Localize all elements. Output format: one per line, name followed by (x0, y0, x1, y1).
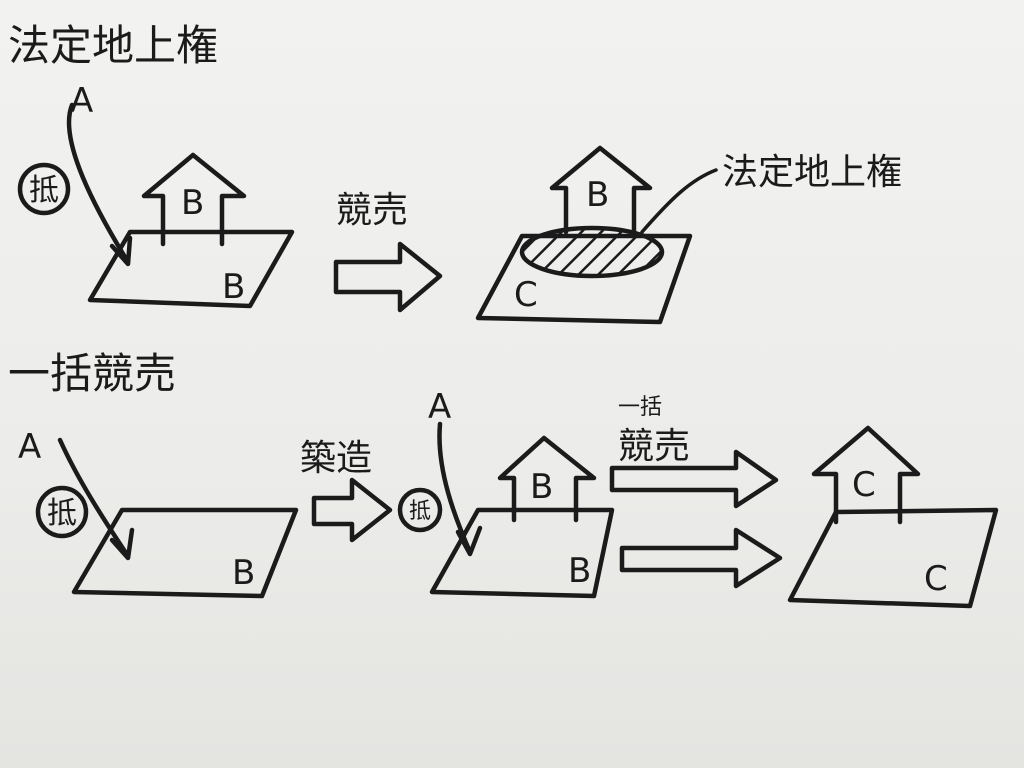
owner-a-label-2: A (18, 427, 41, 467)
owner-a-label: A (70, 81, 93, 121)
mortgage-mark: 抵 (29, 173, 59, 208)
mortgage-arrowhead-2 (109, 527, 135, 561)
lump-arrow-bottom (619, 527, 783, 589)
lump-label-line1: 一括 (618, 395, 662, 420)
land-label: B (222, 267, 245, 307)
surface-right-area (519, 225, 665, 279)
result-house (549, 145, 653, 235)
house (141, 152, 247, 247)
lump-arrow-top (609, 449, 779, 509)
build-label: 築造 (300, 438, 372, 479)
built-house (497, 435, 597, 523)
owner-a-label-3: A (428, 387, 451, 427)
land-parcel (87, 229, 295, 309)
mortgage-mark-2: 抵 (47, 496, 77, 531)
section-lump-sum-auction: 一括競売 A 抵 B 築造 A 抵 B B 一括 競売 C C (8, 349, 999, 609)
result-house-2 (811, 425, 921, 525)
lump-label-line2: 競売 (618, 426, 690, 467)
mortgage-circle-3 (397, 487, 443, 533)
built-land-parcel (429, 507, 615, 599)
mortgage-arrow-2 (57, 437, 131, 559)
build-arrow (311, 477, 393, 543)
mortgage-arrow (66, 102, 131, 265)
result-land-label-2: C (924, 559, 948, 599)
mortgage-circle (17, 162, 71, 216)
result-land-parcel (475, 233, 693, 325)
section2-title: 一括競売 (8, 349, 176, 398)
built-land-label: B (568, 551, 591, 591)
result-land-label: C (514, 275, 538, 315)
empty-land-parcel (71, 507, 299, 599)
section-statutory-surface-right: 法定地上権 A 抵 B B 競売 C B 法定地上権 (8, 21, 902, 325)
empty-land-label: B (232, 553, 255, 593)
annotation-pointer (640, 168, 718, 234)
mortgage-circle-2 (35, 485, 89, 539)
auction-label: 競売 (336, 190, 408, 231)
auction-arrow (333, 241, 443, 313)
built-house-label: B (530, 467, 553, 507)
result-house-label: B (586, 175, 609, 215)
house-label: B (181, 183, 204, 223)
annotation-label: 法定地上権 (722, 152, 902, 193)
result-house-label-2: C (852, 465, 876, 505)
result-land-parcel-2 (787, 507, 999, 609)
section1-title: 法定地上権 (8, 21, 218, 70)
mortgage-mark-3: 抵 (409, 499, 431, 524)
